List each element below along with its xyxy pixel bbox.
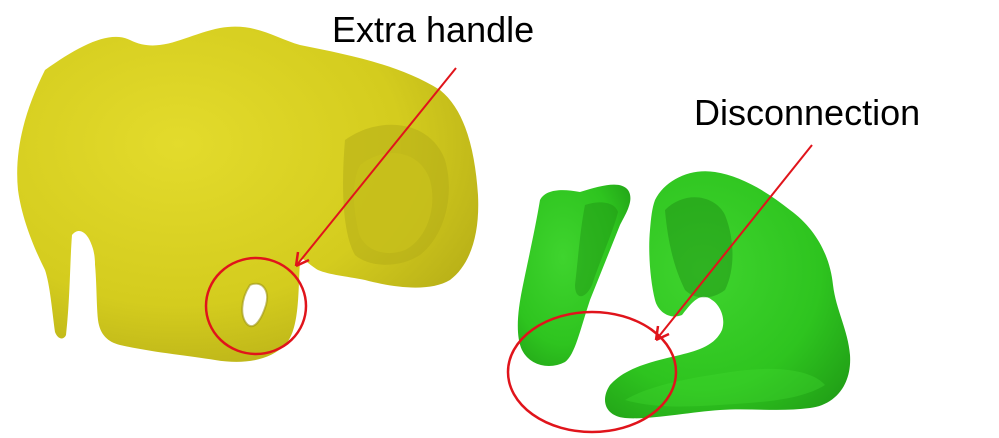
extra-handle-label: Extra handle xyxy=(332,12,534,48)
yellow-mesh xyxy=(17,27,478,362)
yellow-mesh-slot xyxy=(82,240,96,338)
green-mesh xyxy=(518,171,850,418)
disconnection-label: Disconnection xyxy=(694,95,920,131)
